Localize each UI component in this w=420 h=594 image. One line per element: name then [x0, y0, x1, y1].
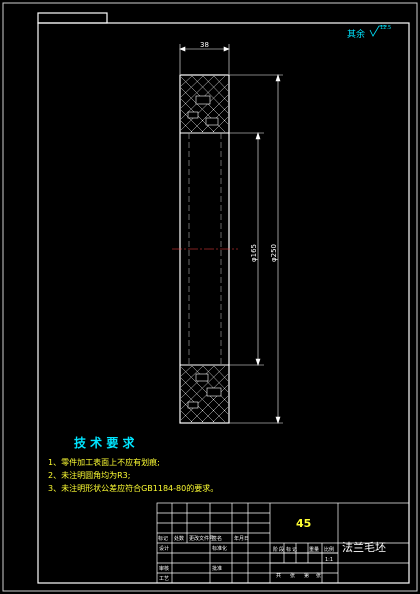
title-block [156, 502, 410, 584]
width-dimension-text: 38 [200, 41, 209, 49]
stage-label-1: 阶 [273, 546, 278, 553]
header-change-doc: 更改文件号 [189, 535, 214, 542]
roughness-value: 12.5 [380, 25, 391, 31]
label-design: 设计 [159, 545, 169, 552]
material-text: 45 [296, 517, 311, 530]
sheet-total-label: 共 [276, 572, 281, 579]
header-mark: 标记 [158, 535, 168, 542]
tech-requirements-title: 技 术 要 求 [74, 435, 136, 450]
scale-label: 比例 [324, 546, 334, 553]
hatch-top [180, 75, 229, 133]
tech-requirement-1: 1、零件加工表面上不应有划痕; [48, 457, 160, 467]
label-approval: 批准 [212, 565, 222, 572]
scale-value: 1:1 [325, 557, 333, 563]
corner-tag-box [37, 12, 108, 24]
header-date: 年月日 [234, 535, 249, 542]
outer-diameter-dimension [229, 74, 283, 424]
inner-diameter-dimension [229, 132, 264, 366]
roughness-symbol-icon [369, 25, 387, 37]
header-count: 处数 [174, 535, 184, 542]
tech-requirement-2: 2、未注明圆角均为R3; [48, 470, 130, 480]
hatch-bottom [180, 365, 229, 423]
roughness-label: 其余 [347, 28, 365, 40]
label-process: 工艺 [159, 576, 169, 582]
stage-label-4: 记 [292, 546, 297, 553]
inner-diameter-text: φ165 [250, 244, 258, 262]
sheet-no-unit: 张 [316, 572, 321, 579]
inner-frame [37, 22, 410, 584]
tech-requirement-3: 3、未注明形状公差应符合GB1184-80的要求。 [48, 483, 218, 493]
stage-label-2: 段 [279, 546, 284, 553]
sheet-total-unit: 张 [290, 572, 295, 579]
outer-diameter-text: φ250 [270, 244, 278, 262]
header-signature: 签名 [212, 535, 222, 542]
stage-label-3: 标 [286, 546, 291, 553]
roughness-note: 其余 12.5 [347, 25, 391, 40]
flange-section [172, 74, 238, 424]
weight-label: 重量 [309, 546, 319, 553]
width-dimension [179, 44, 230, 74]
part-name-text: 法兰毛坯 [342, 540, 386, 554]
sheet-no-label: 第 [304, 572, 309, 579]
label-standardization: 标准化 [212, 545, 227, 552]
label-review: 审核 [159, 565, 169, 572]
